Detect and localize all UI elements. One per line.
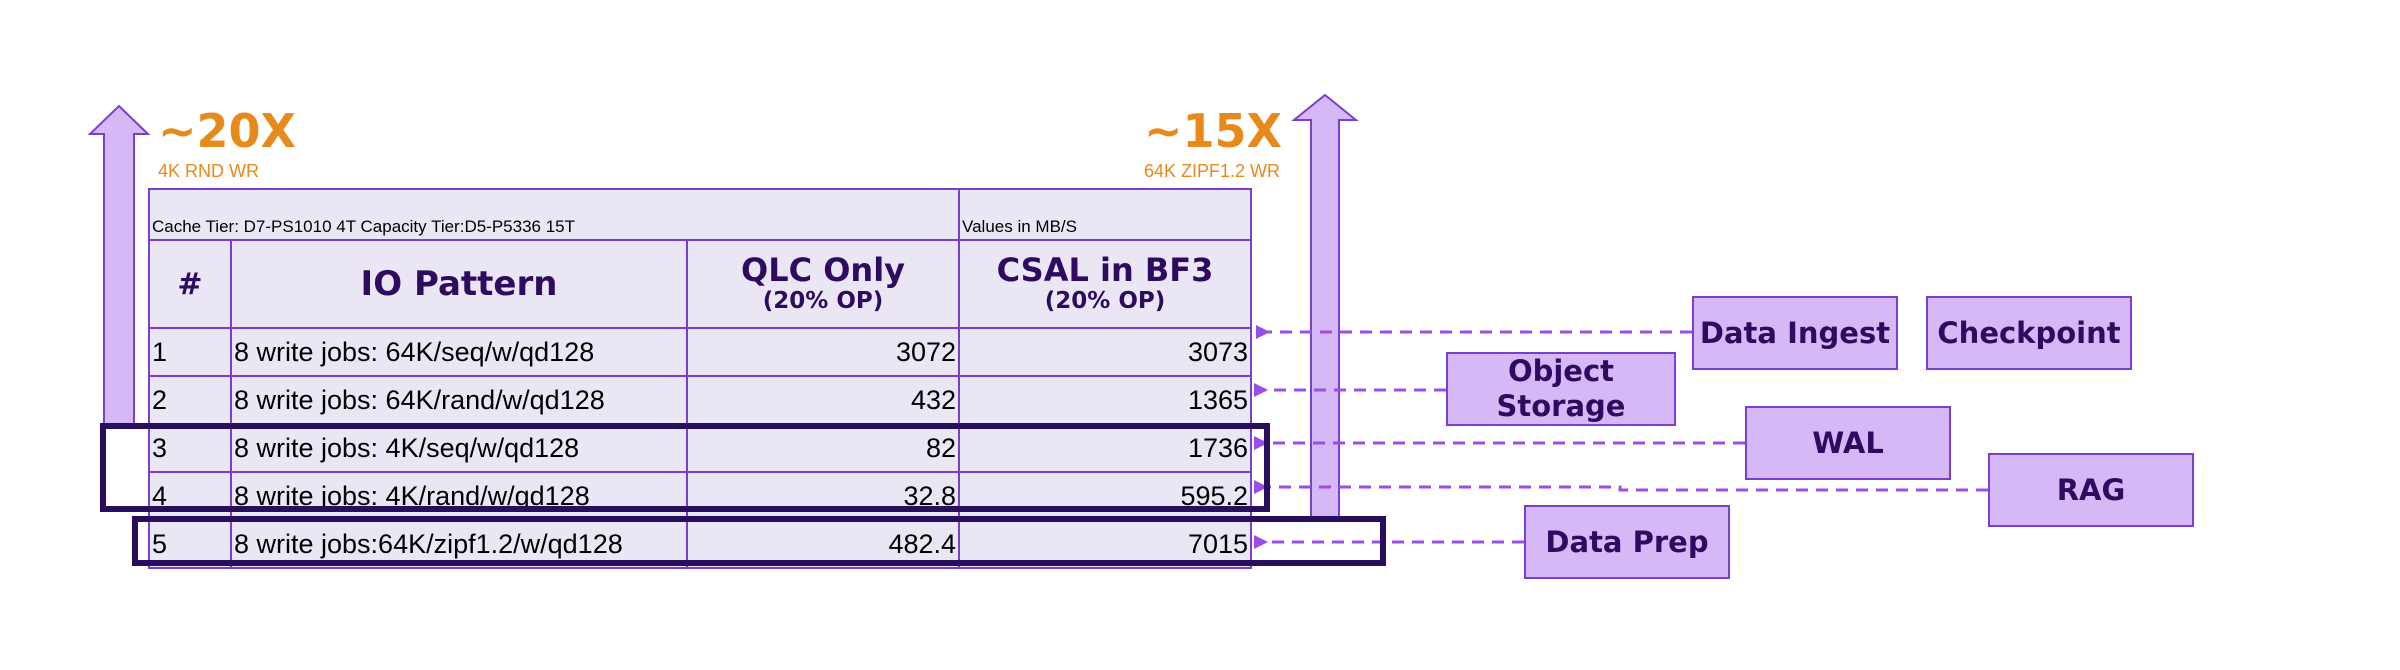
header-csal: CSAL in BF3 (20% OP) [958,239,1253,329]
table-row: 4 8 write jobs: 4K/rand/w/qd128 32.8 595… [148,471,1253,521]
row-csal-value: 1365 [958,375,1253,425]
highlight-box-zipf-row [132,516,1386,566]
row-qlc-value: 32.8 [685,471,961,521]
row-qlc-value: 3072 [685,327,961,377]
tier-config-cell: Cache Tier: D7-PS1010 4T Capacity Tier:D… [147,188,961,241]
row-index: 4 [148,471,232,521]
header-io-pattern: IO Pattern [230,239,688,329]
table-row: 3 8 write jobs: 4K/seq/w/qd128 82 1736 [148,423,1253,473]
table-meta-row: Cache Tier: D7-PS1010 4T Capacity Tier:D… [147,188,1253,241]
row-qlc-value: 432 [685,375,961,425]
label-rag: RAG [1988,453,2194,527]
header-csal-title: CSAL in BF3 [996,250,1214,289]
row-csal-value: 3073 [958,327,1253,377]
left-up-arrow [87,104,151,426]
row-index: 2 [148,375,232,425]
header-qlc-title: QLC Only [740,250,906,289]
results-table: Cache Tier: D7-PS1010 4T Capacity Tier:D… [147,188,1253,569]
row-index: 1 [148,327,232,377]
left-multiplier-callout: ~20X [158,104,297,158]
header-qlc-only: QLC Only (20% OP) [685,239,961,329]
header-index: # [148,239,232,329]
label-wal: WAL [1745,406,1951,480]
table-header-row: # IO Pattern QLC Only (20% OP) CSAL in B… [148,239,1253,329]
header-qlc-sub: (20% OP) [762,287,884,314]
highlight-box-4k-rows [100,423,1270,512]
right-workload-caption: 64K ZIPF1.2 WR [1144,161,1281,181]
right-up-arrow [1291,93,1359,521]
row-index: 3 [148,423,232,473]
label-data-ingest: Data Ingest [1692,296,1898,370]
label-checkpoint: Checkpoint [1926,296,2132,370]
table-row: 2 8 write jobs: 64K/rand/w/qd128 432 136… [148,375,1253,425]
row-qlc-value: 82 [685,423,961,473]
label-data-prep: Data Prep [1524,505,1730,579]
header-csal-sub: (20% OP) [1044,287,1166,314]
row-io-pattern: 8 write jobs: 64K/seq/w/qd128 [230,327,688,377]
left-workload-caption: 4K RND WR [158,161,260,181]
table-row: 1 8 write jobs: 64K/seq/w/qd128 3072 307… [148,327,1253,377]
row-io-pattern: 8 write jobs: 64K/rand/w/qd128 [230,375,688,425]
row-csal-value: 1736 [958,423,1253,473]
units-note-cell: Values in MB/S [958,188,1253,241]
label-object-storage: Object Storage [1446,352,1676,426]
rag-connector [1254,480,1988,494]
right-multiplier-callout: ~15X [1144,104,1283,158]
